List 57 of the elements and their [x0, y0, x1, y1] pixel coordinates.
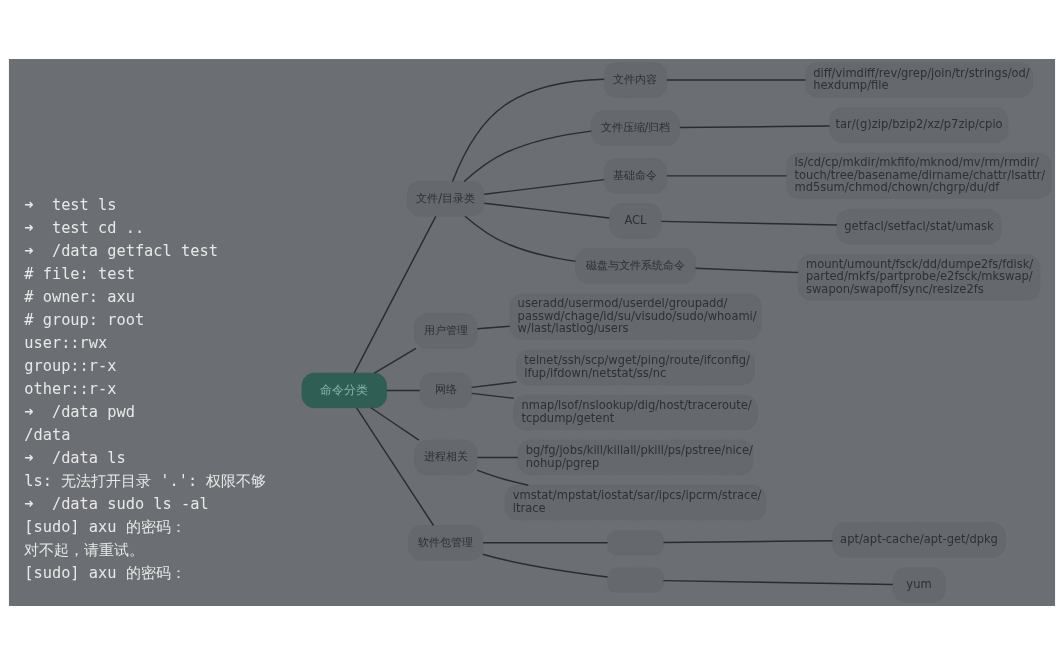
connector [451, 78, 605, 183]
label: other::r-x [24, 380, 117, 399]
label: [sudo] axu 的密码： [24, 518, 186, 537]
connector [353, 215, 437, 374]
node-box: useradd/usermod/userdel/groupadd/ passwd/chage/id/su/visudo/sudo/whoami/ w/last/lastlog/users [509, 293, 762, 340]
connector [463, 130, 592, 183]
label: ls: 无法打开目录 '.': 权限不够 [24, 472, 267, 491]
connector [483, 178, 605, 195]
label: ➜ /data pwd [24, 403, 135, 422]
label: ➜ /data ls [24, 449, 126, 468]
connector [483, 202, 611, 219]
label: group::r-x [24, 357, 117, 376]
label: 对不起，请重试。 [24, 541, 145, 560]
label: ➜ test cd .. [24, 219, 145, 238]
label: # file: test [24, 265, 135, 284]
label: user::rwx [24, 334, 108, 353]
connector [385, 389, 421, 392]
node-box [607, 567, 664, 593]
label: # group: root [24, 311, 145, 330]
label: /data [24, 426, 71, 445]
connector [476, 469, 529, 487]
connector [666, 79, 807, 81]
node-box: getfacl/setfacl/stat/umask [836, 208, 1002, 245]
connector [662, 540, 834, 544]
label: ➜ /data sudo ls -al [24, 495, 209, 514]
connector [662, 579, 894, 586]
node-box: yum [892, 567, 946, 603]
node-box: vmstat/mpstat/iostat/sar/ipcs/ipcrm/strace/ ltrace [504, 484, 767, 521]
label: # owner: axu [24, 288, 135, 307]
connector [373, 347, 417, 374]
node-box: ls/cd/cp/mkdir/mkfifo/mknod/mv/rm/rmdir/ touch/tree/basename/dirname/chattr/lsattr/ md5sum/chmod/chown/chgrp/du/df [786, 152, 1052, 199]
node-box: apt/apt-cache/apt-get/dpkg [832, 522, 1006, 558]
node-box: nmap/lsof/nslookup/dig/host/traceroute/ tcpdump/getent [513, 394, 758, 431]
node-box: tar/(g)zip/bzip2/xz/p7zip/cpio [829, 107, 1009, 143]
connector [666, 175, 788, 177]
connector [476, 456, 519, 459]
connector [679, 125, 831, 129]
label: [sudo] axu 的密码： [24, 564, 186, 583]
connector [482, 542, 609, 544]
node-box: mount/umount/fsck/dd/dumpe2fs/fdisk/ parted/mkfs/partprobe/e2fsck/mkswap/ swapon/swapoff/sync/resize2fs [797, 254, 1041, 301]
connector [660, 220, 838, 226]
node-box: 命令分类 [301, 372, 387, 409]
connector [464, 215, 577, 263]
connector [355, 407, 435, 527]
connector [481, 553, 609, 578]
connector [470, 381, 518, 389]
node-box: bg/fg/jobs/kill/killall/pkill/ps/pstree/nice/ nohup/pgrep [517, 439, 754, 476]
label: ➜ test ls [24, 196, 117, 215]
node-box: ACL [609, 203, 662, 239]
node-box [607, 530, 664, 556]
node-box: diff/vimdiff/rev/grep/join/tr/strings/od/ hexdump/file [805, 62, 1033, 98]
node-box: telnet/ssh/scp/wget/ping/route/ifconfig/ ifup/ifdown/netstat/ss/nc [516, 349, 755, 386]
label: ➜ /data getfacl test [24, 242, 218, 261]
connector [694, 267, 799, 274]
connector [370, 407, 420, 441]
connector [476, 325, 511, 330]
connector [470, 392, 515, 400]
